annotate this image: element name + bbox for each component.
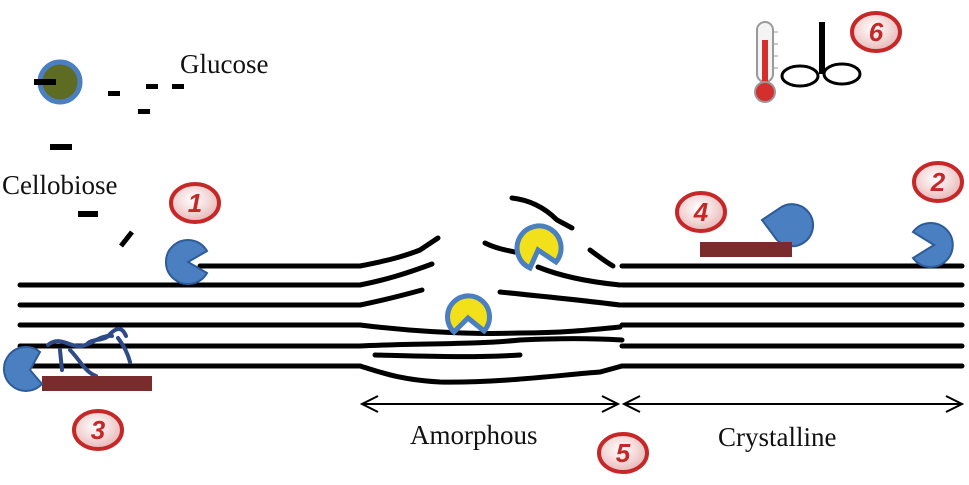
crystalline-span-arrow: [621, 395, 965, 413]
crystalline-label: Crystalline: [718, 422, 836, 452]
svg-text:6: 6: [869, 17, 884, 47]
svg-text:5: 5: [616, 438, 631, 468]
marker-2: 2: [912, 161, 964, 203]
cellobiose-dashes: [50, 144, 134, 248]
svg-text:3: 3: [91, 415, 106, 445]
enzyme-lignin-bound-icon: [2, 345, 44, 392]
nonproductive-binding-bar: [700, 242, 792, 257]
enzyme-cbh-right-icon: [911, 222, 954, 268]
enzyme-cbh-left-icon: [164, 239, 209, 285]
marker-4: 4: [675, 191, 727, 233]
svg-text:4: 4: [693, 197, 709, 227]
amorphous-fibers: [357, 195, 625, 385]
stirrer-icon: [780, 22, 862, 88]
lignin-network: [46, 327, 132, 378]
glucose-dashes: [108, 84, 184, 114]
marker-3: 3: [72, 409, 124, 451]
marker-1: 1: [169, 182, 221, 224]
cellobiose-label: Cellobiose: [2, 170, 118, 200]
thermometer-icon: [754, 21, 778, 103]
amorphous-label: Amorphous: [410, 420, 538, 450]
marker-5: 5: [597, 432, 649, 474]
enzyme-adsorbed-icon: [760, 203, 814, 248]
endoglucanase-lower-icon: [445, 293, 493, 336]
endoglucanase-upper-icon: [514, 223, 564, 272]
marker-6: 6: [850, 11, 902, 53]
glucose-label: Glucose: [180, 49, 268, 79]
svg-text:2: 2: [930, 167, 946, 197]
crystalline-fibers: [619, 263, 965, 369]
amorphous-span-arrow: [359, 395, 621, 413]
lignin-binding-bar: [42, 376, 152, 391]
glucose-molecule-icon: [34, 59, 83, 105]
svg-text:1: 1: [188, 188, 202, 218]
